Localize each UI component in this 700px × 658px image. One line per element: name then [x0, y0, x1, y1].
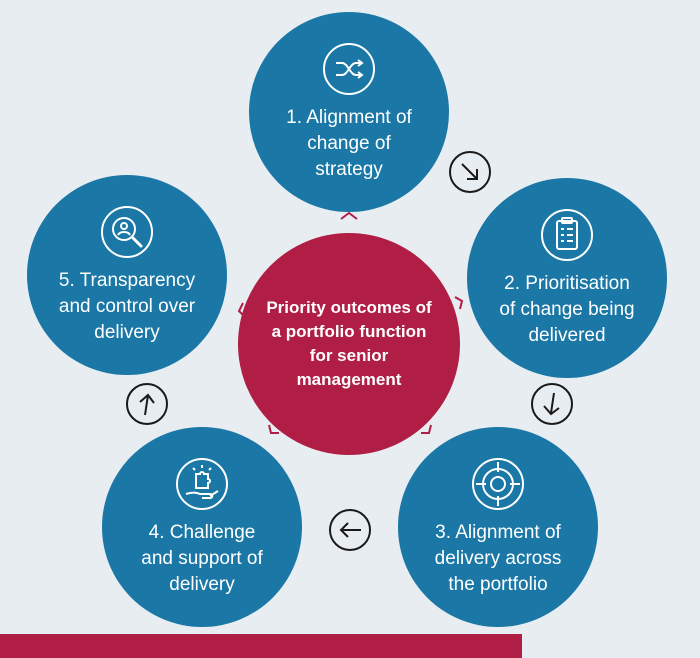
magnifier-person-icon [101, 206, 153, 258]
arrow-left-icon [329, 509, 371, 551]
target-icon [472, 458, 524, 510]
arrow-down-icon [531, 383, 573, 425]
step-1-circle: 1. Alignment of change of strategy [249, 12, 449, 212]
step-2-label: 2. Prioritisation of change being delive… [499, 273, 635, 346]
step-1-label: 1. Alignment of change of strategy [286, 107, 412, 180]
center-circle: Priority outcomes of a portfolio functio… [238, 233, 460, 455]
step-5-circle: 5. Transparency and control over deliver… [27, 175, 227, 375]
step-3-label: 3. Alignment of delivery across the port… [434, 522, 562, 595]
hand-puzzle-icon [176, 458, 228, 510]
arrow-down-right-icon [449, 151, 491, 193]
arrow-up-icon [126, 383, 168, 425]
center-label: Priority outcomes of a portfolio functio… [266, 298, 432, 389]
shuffle-icon [323, 43, 375, 95]
clipboard-checklist-icon [541, 209, 593, 261]
step-4-label: 4. Challenge and support of delivery [141, 522, 263, 595]
step-2-circle: 2. Prioritisation of change being delive… [467, 178, 667, 378]
step-4-circle: 4. Challenge and support of delivery [102, 427, 302, 627]
step-3-circle: 3. Alignment of delivery across the port… [398, 427, 598, 627]
step-5-label: 5. Transparency and control over deliver… [58, 270, 196, 343]
bottom-accent-bar [0, 634, 522, 658]
center-bracket-marks [237, 211, 464, 434]
